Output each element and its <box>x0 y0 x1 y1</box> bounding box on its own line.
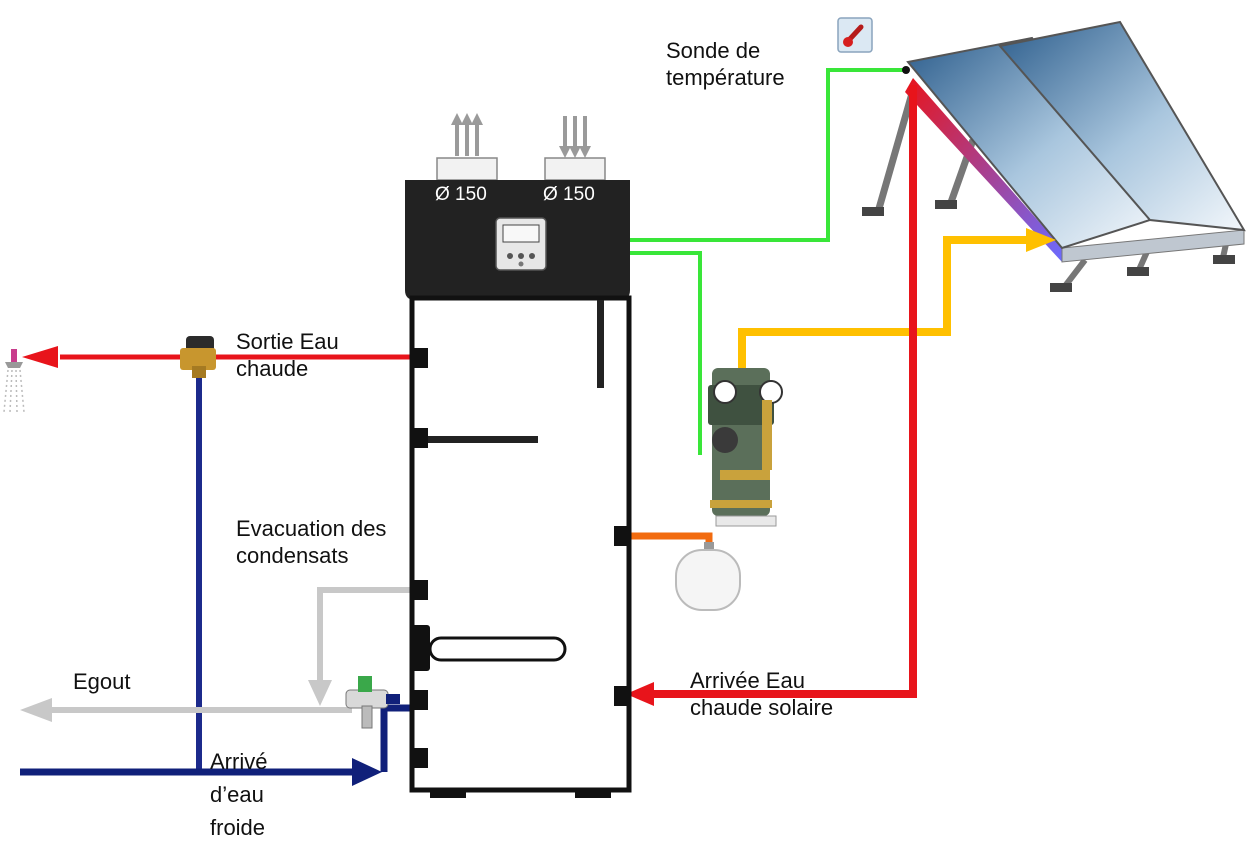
cold-water-inlet-label: Arrivé d’eau froide <box>210 745 267 844</box>
condensate-drain-label: Evacuation des condensats <box>236 515 386 569</box>
thermometer-icon <box>837 17 873 53</box>
condensate-pipe <box>317 587 410 685</box>
pump-station-icon <box>708 368 783 527</box>
thermostatic-mixing-valve-icon <box>180 336 216 378</box>
sensor-wire <box>547 68 904 242</box>
shower-icon <box>3 349 25 413</box>
solar-hot-water-inlet-label: Arrivée Eau chaude solaire <box>690 667 833 721</box>
air-out-arrows-icon <box>451 113 483 156</box>
solar-return-pipe <box>650 85 917 698</box>
solar-hot-water-inlet-label-line2: chaude solaire <box>690 695 834 720</box>
temperature-sensor-label: Sonde de température <box>666 37 785 91</box>
temperature-sensor-label-line1: Sonde de <box>666 38 761 63</box>
duct-left-label: Ø 150 <box>435 184 487 205</box>
condensate-drain-label-line1: Evacuation des <box>236 516 387 541</box>
temperature-sensor-label-line2: température <box>666 65 785 90</box>
sewer-label: Egout <box>73 669 131 694</box>
expansion-pipe <box>630 532 713 545</box>
solar-hot-water-inlet-label-line1: Arrivée Eau <box>690 668 805 693</box>
cold-water-inlet-label-line1: Arrivé <box>210 749 268 774</box>
controller-display-icon <box>495 217 547 271</box>
condensate-drain-label-line2: condensats <box>236 543 349 568</box>
hot-water-outlet-label: Sortie Eau chaude <box>236 328 339 382</box>
safety-group-valve-icon <box>345 676 400 729</box>
expansion-vessel-icon <box>675 542 741 611</box>
air-in-arrows-icon <box>559 116 591 158</box>
solar-flow-pipe <box>738 236 1028 372</box>
cold-water-inlet-label-line2: d’eau <box>210 782 264 807</box>
solar-panel-icon <box>862 20 1246 292</box>
duct-right-label: Ø 150 <box>543 184 595 205</box>
cold-water-inlet-label-line3: froide <box>210 815 266 840</box>
hot-water-outlet-label-line2: chaude <box>236 356 309 381</box>
hot-water-outlet-label-line1: Sortie Eau <box>236 329 339 354</box>
